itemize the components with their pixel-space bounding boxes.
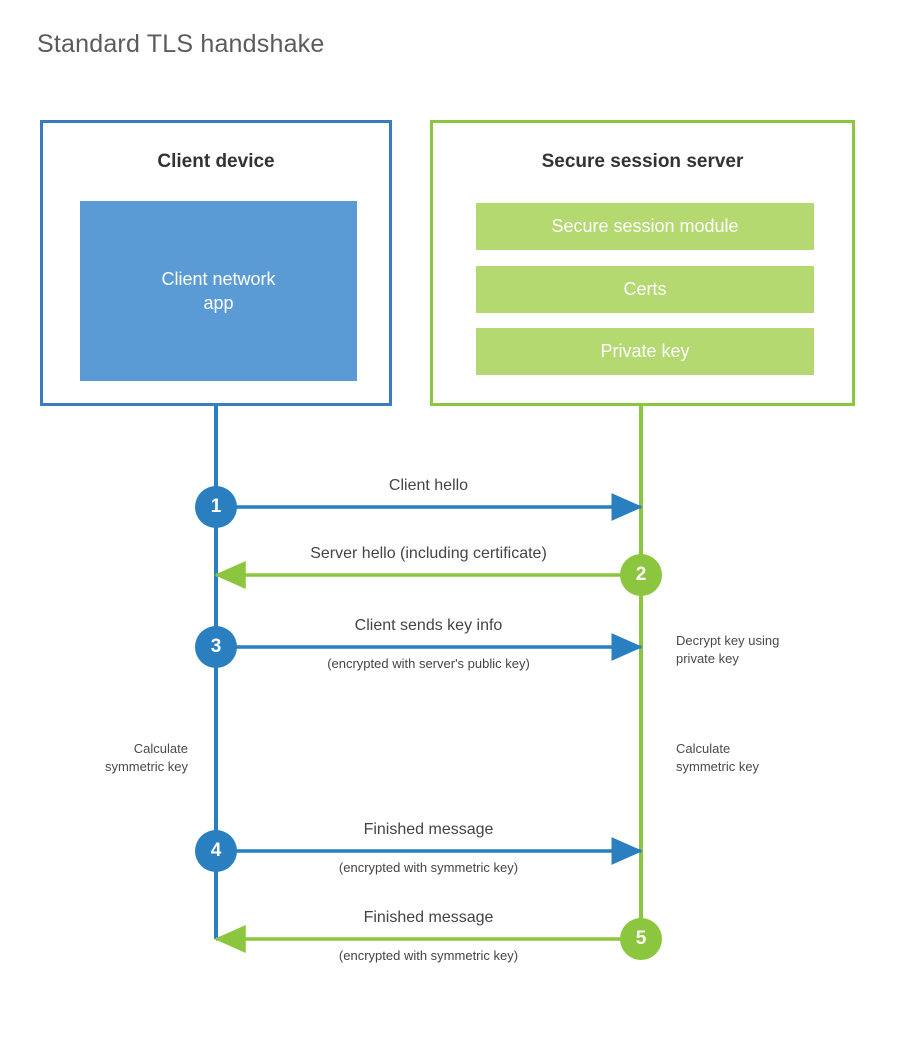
- message-label-5: Finished message: [363, 909, 494, 926]
- step-circle-3[interactable]: [195, 626, 237, 668]
- server-block-secure-session-module: Secure session module: [476, 203, 814, 250]
- page-title: Standard TLS handshake: [37, 30, 325, 58]
- message-label-1: Client hello: [388, 477, 469, 494]
- message-label-2: Server hello (including certificate): [310, 545, 547, 562]
- server-block-certs: Certs: [476, 266, 814, 313]
- step-circles: [195, 486, 662, 960]
- server-block-private-key: Private key: [476, 328, 814, 375]
- side-note-2: Calculate symmetric key: [104, 741, 188, 774]
- side-note-1: Decrypt key using private key: [676, 633, 780, 666]
- step-circle-1[interactable]: [195, 486, 237, 528]
- message-label-4: Finished message: [363, 821, 494, 838]
- secure-session-server-box: Secure session server Secure session mod…: [430, 120, 855, 406]
- message-sublabel-5: (encrypted with symmetric key): [338, 948, 519, 963]
- message-arrows: [214, 493, 643, 953]
- client-device-title: Client device: [157, 151, 275, 172]
- message-label-3: Client sends key info: [354, 617, 503, 634]
- message-sublabel-4: (encrypted with symmetric key): [338, 860, 519, 875]
- side-note-3: Calculate symmetric key: [676, 741, 760, 774]
- step-circle-4[interactable]: [195, 830, 237, 872]
- step-circle-2[interactable]: [620, 554, 662, 596]
- step-circle-5[interactable]: [620, 918, 662, 960]
- secure-session-server-title: Secure session server: [541, 151, 744, 172]
- message-sublabel-3: (encrypted with server's public key): [327, 656, 530, 671]
